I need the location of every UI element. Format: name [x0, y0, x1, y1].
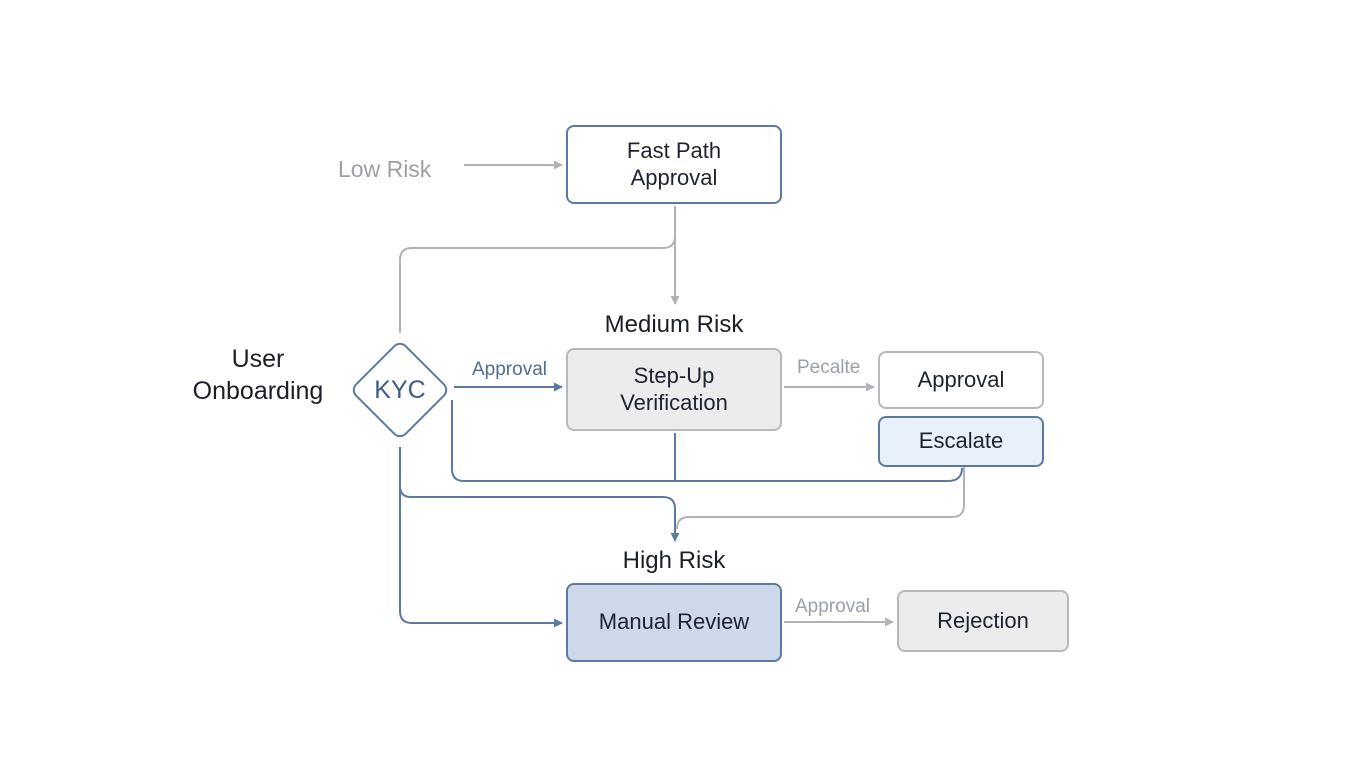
escalate-node: Escalate: [878, 416, 1044, 467]
fast-path-approval-line-2: Approval: [630, 164, 718, 190]
fast-path-approval-node: Fast Path Approval: [566, 125, 782, 204]
edge-escalate-to-high-risk: [676, 467, 965, 530]
manual-to-rejection-edge-label: Approval: [795, 596, 870, 617]
user-onboarding-label-line-2: Onboarding: [192, 376, 324, 405]
step-up-verification-node: Step-Up Verification: [566, 348, 782, 431]
fast-path-approval-line-1: Fast Path: [626, 138, 722, 164]
rejection-node: Rejection: [897, 590, 1069, 652]
edge-kyc-to-high-risk: [399, 447, 680, 542]
manual-review-node: Manual Review: [566, 583, 782, 662]
kyc-to-step-up-edge-label: Approval: [472, 359, 547, 380]
medium-risk-label: Medium Risk: [604, 311, 744, 338]
step-up-verification-line-1: Step-Up: [633, 363, 715, 389]
approval-node: Approval: [878, 351, 1044, 409]
step-up-to-approval-edge-label: Pecalte: [797, 357, 861, 378]
edge-kyc-loop-to-escalate: [451, 400, 963, 482]
kyc-decision: KYC: [374, 375, 426, 404]
user-onboarding-label: User Onboarding: [168, 345, 348, 406]
high-risk-label: High Risk: [622, 547, 726, 574]
low-risk-label: Low Risk: [338, 156, 432, 182]
step-up-verification-line-2: Verification: [620, 389, 728, 415]
user-onboarding-label-line-1: User: [231, 345, 285, 373]
edge-kyc-to-manual-review: [399, 447, 563, 628]
kyc-decision-shape: [352, 342, 448, 438]
